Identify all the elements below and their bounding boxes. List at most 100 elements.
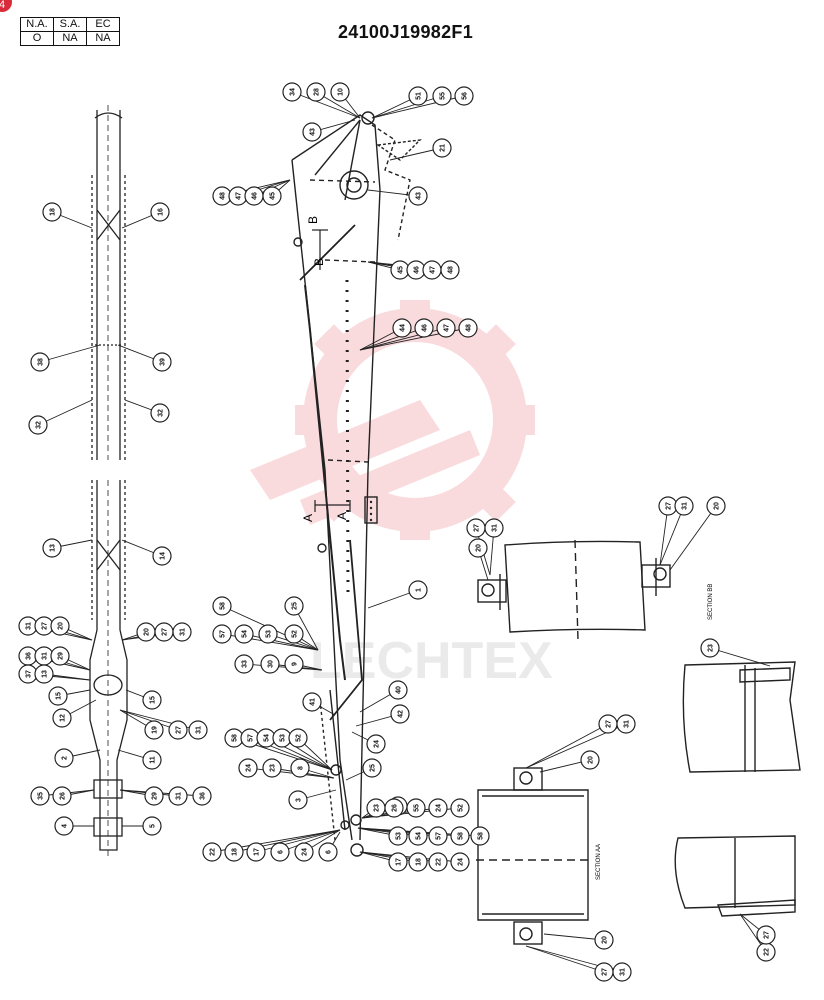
callout-number: 27 [176, 726, 183, 734]
leader-line [709, 647, 771, 667]
callout-bubble: 52 [288, 728, 308, 748]
callout-bubble: 23 [262, 758, 282, 778]
callout-number: 45 [398, 266, 405, 274]
callout-bubble: 18 [42, 202, 62, 222]
leader-line [39, 344, 101, 363]
callout-bubble: 22 [202, 842, 222, 862]
callout-bubble: 30 [260, 654, 280, 674]
callout-bubble: 18 [408, 852, 428, 872]
callout-number: 48 [448, 266, 455, 274]
status-header: N.A. [20, 17, 54, 32]
callout-number: 27 [42, 622, 49, 630]
boom-top-view-lower [89, 480, 128, 860]
callout-circle [388, 826, 408, 846]
callout-circle [470, 826, 490, 846]
callout-bubble: 46 [414, 318, 434, 338]
callout-bubble: 3 [288, 790, 308, 810]
callout-number: 22 [436, 858, 443, 866]
callout-number: 20 [588, 756, 595, 764]
callout-bubble: 14 [152, 546, 172, 566]
callout-number: 26 [60, 792, 67, 800]
callout-number: 9 [292, 662, 299, 666]
callout-circle [484, 518, 504, 538]
callout-bubble: 25 [284, 596, 304, 616]
callout-number: 44 [400, 324, 407, 332]
callout-circle [594, 930, 614, 950]
callout-bubble: 4 [54, 816, 74, 836]
callout-bubble: 24 [238, 758, 258, 778]
callout-circle [706, 496, 726, 516]
leader-line [669, 505, 717, 571]
callout-bubble: 31 [674, 496, 694, 516]
callout-bubble: 8 [290, 758, 310, 778]
callout-number: 10 [338, 88, 345, 96]
callout-circle [282, 82, 302, 102]
callout-circle [302, 692, 322, 712]
callout-bubble: 56 [454, 86, 474, 106]
callout-bubble: 27 [34, 616, 54, 636]
callout-number: 20 [476, 544, 483, 552]
callout-bubble: 57 [240, 728, 260, 748]
callout-circle [246, 842, 266, 862]
callout-circle [450, 798, 470, 818]
callout-number: 57 [220, 630, 227, 638]
callout-number: 37 [26, 670, 33, 678]
callout-circle [144, 720, 164, 740]
callout-bubble: 29 [50, 646, 70, 666]
callout-circle [450, 826, 470, 846]
section-aa-detail [476, 767, 590, 945]
callout-bubble: 43 [302, 122, 322, 142]
callout-bubble: 12 [52, 708, 72, 728]
callout-number: 21 [440, 144, 447, 152]
callout-number: 27 [474, 524, 481, 532]
callout-bubble: 31 [616, 714, 636, 734]
callout-number: 41 [310, 698, 317, 706]
callout-circle [366, 734, 386, 754]
callout-bubble: 54 [256, 728, 276, 748]
callout-circle [580, 750, 600, 770]
callout-circle [306, 82, 326, 102]
callout-number: 3 [296, 798, 303, 802]
callout-circle [436, 318, 456, 338]
callout-circle [616, 714, 636, 734]
callout-circle [428, 826, 448, 846]
callout-circle [612, 962, 632, 982]
callout-bubble: 41 [302, 692, 322, 712]
callout-bubble: 20 [50, 616, 70, 636]
callout-circle [188, 720, 208, 740]
callout-number: 36 [200, 792, 207, 800]
callout-number: 31 [492, 524, 499, 532]
callout-number: 40 [396, 686, 403, 694]
callout-number: 25 [370, 764, 377, 772]
callout-number: 23 [374, 804, 381, 812]
callout-circle [30, 786, 50, 806]
callout-bubble: 35 [30, 786, 50, 806]
callout-number: 31 [682, 502, 689, 510]
callout-number: 31 [26, 622, 33, 630]
callout-number: 58 [220, 602, 227, 610]
callout-number: 20 [144, 628, 151, 636]
callout-bubble: 6 [318, 842, 338, 862]
callout-bubble: 31 [18, 616, 38, 636]
callout-bubble: 42 [390, 704, 410, 724]
callout-number: 27 [162, 628, 169, 636]
callout-circle [152, 546, 172, 566]
callout-bubble: 51 [408, 86, 428, 106]
callout-bubble: 31 [172, 622, 192, 642]
callout-bubble: 37 [18, 664, 38, 684]
leader-line [243, 633, 319, 651]
callout-bubble: 38 [30, 352, 50, 372]
callout-circle [458, 318, 478, 338]
callout-circle [54, 816, 74, 836]
callout-bubble: 48 [212, 186, 232, 206]
section-marker-a [314, 500, 351, 512]
callout-bubble: 32 [150, 403, 170, 423]
callout-number: 53 [280, 734, 287, 742]
callout-bubble: 27 [756, 925, 776, 945]
callout-number: 33 [242, 660, 249, 668]
callout-bubble: 24 [294, 842, 314, 862]
callout-circle [392, 318, 412, 338]
callout-bubble: 17 [388, 852, 408, 872]
callout-bubble: 47 [422, 260, 442, 280]
